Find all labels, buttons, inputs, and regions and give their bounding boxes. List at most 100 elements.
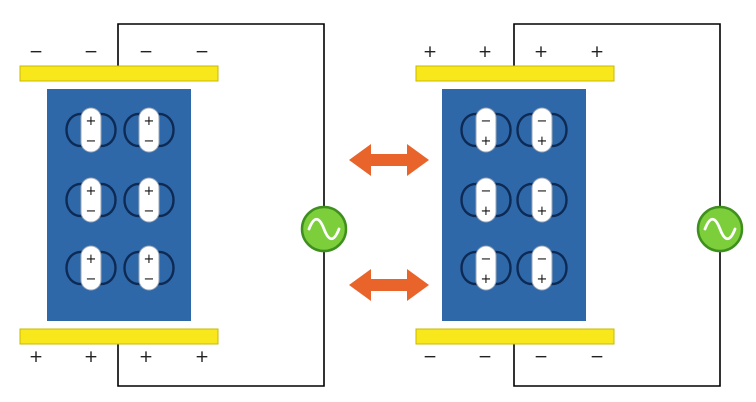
dipole-top-charge: − bbox=[481, 184, 492, 199]
dipole-field-arc bbox=[156, 112, 175, 148]
dipole-capsule bbox=[531, 245, 553, 291]
right-dipole-6: −+ bbox=[516, 245, 568, 291]
left-dipole-1: +− bbox=[65, 107, 117, 153]
right-dipole-grid: −+−+−+−+−+−+ bbox=[460, 107, 568, 291]
double-arrow-icon-top bbox=[349, 144, 429, 176]
right-ac-source bbox=[696, 205, 744, 253]
right-dipole-4: −+ bbox=[516, 177, 568, 223]
dipole-capsule bbox=[138, 245, 160, 291]
right-circuit-wire bbox=[513, 23, 721, 387]
dipole-field-arc bbox=[516, 250, 535, 286]
dipole-capsule bbox=[475, 245, 497, 291]
double-arrow-icon-bottom bbox=[349, 269, 429, 301]
dipole-bottom-charge: − bbox=[144, 204, 155, 219]
dipole-bottom-charge: + bbox=[537, 272, 548, 287]
right-bottom-plate bbox=[415, 328, 615, 345]
dipole-field-arc bbox=[98, 250, 117, 286]
dipole-top-charge: − bbox=[537, 114, 548, 129]
dipole-bottom-charge: + bbox=[537, 134, 548, 149]
dipole-bottom-charge: + bbox=[481, 272, 492, 287]
dipole-field-arc bbox=[493, 112, 512, 148]
dipole-field-arc bbox=[516, 112, 535, 148]
left-top-plate bbox=[19, 65, 219, 82]
dipole-top-charge: + bbox=[144, 252, 155, 267]
dipole-top-charge: − bbox=[481, 252, 492, 267]
dipole-field-arc bbox=[549, 182, 568, 218]
dipole-bottom-charge: − bbox=[86, 134, 97, 149]
dipole-bottom-charge: − bbox=[86, 272, 97, 287]
left-bottom-plate bbox=[19, 328, 219, 345]
right-top-plate-charges: + + + + bbox=[423, 42, 604, 62]
right-bottom-charge-4: − bbox=[590, 347, 604, 367]
dipole-field-arc bbox=[65, 182, 84, 218]
dipole-top-charge: − bbox=[481, 114, 492, 129]
dipole-field-arc bbox=[123, 112, 142, 148]
right-bottom-charge-3: − bbox=[534, 347, 548, 367]
right-dipole-2: −+ bbox=[516, 107, 568, 153]
exchange-arrows bbox=[349, 144, 429, 301]
right-top-charge-2: + bbox=[478, 42, 492, 62]
dipole-top-charge: − bbox=[537, 184, 548, 199]
dipole-field-arc bbox=[460, 112, 479, 148]
left-dipole-5: +− bbox=[65, 245, 117, 291]
left-top-charge-4: − bbox=[195, 42, 209, 62]
dipole-bottom-charge: − bbox=[144, 272, 155, 287]
left-dipole-6: +− bbox=[123, 245, 175, 291]
right-bottom-charge-2: − bbox=[478, 347, 492, 367]
left-bottom-charge-3: + bbox=[139, 347, 153, 367]
left-ac-source bbox=[300, 205, 348, 253]
dipole-top-charge: + bbox=[86, 252, 97, 267]
dipole-capsule bbox=[531, 107, 553, 153]
left-dipole-grid: +−+−+−+−+−+− bbox=[65, 107, 175, 291]
dipole-capsule bbox=[80, 177, 102, 223]
right-top-charge-1: + bbox=[423, 42, 437, 62]
dipole-capsule bbox=[80, 245, 102, 291]
left-bottom-charge-2: + bbox=[84, 347, 98, 367]
dipole-bottom-charge: − bbox=[86, 204, 97, 219]
right-dipole-1: −+ bbox=[460, 107, 512, 153]
dipole-field-arc bbox=[98, 112, 117, 148]
dipole-bottom-charge: + bbox=[481, 204, 492, 219]
left-dipole-2: +− bbox=[123, 107, 175, 153]
left-dipole-3: +− bbox=[65, 177, 117, 223]
dipole-capsule bbox=[531, 177, 553, 223]
right-dipole-5: −+ bbox=[460, 245, 512, 291]
dipole-field-arc bbox=[156, 182, 175, 218]
dipole-capsule bbox=[138, 107, 160, 153]
left-bottom-plate-charges: + + + + bbox=[29, 347, 209, 367]
dipole-field-arc bbox=[123, 182, 142, 218]
dipole-capsule bbox=[80, 107, 102, 153]
dipole-bottom-charge: + bbox=[481, 134, 492, 149]
right-dipole-3: −+ bbox=[460, 177, 512, 223]
dipole-field-arc bbox=[516, 182, 535, 218]
dipole-field-arc bbox=[493, 250, 512, 286]
right-top-charge-3: + bbox=[534, 42, 548, 62]
left-bottom-charge-4: + bbox=[195, 347, 209, 367]
right-top-charge-4: + bbox=[590, 42, 604, 62]
left-top-charge-2: − bbox=[84, 42, 98, 62]
dipole-capsule bbox=[138, 177, 160, 223]
dipole-field-arc bbox=[123, 250, 142, 286]
dipole-field-arc bbox=[65, 112, 84, 148]
dipole-field-arc bbox=[549, 250, 568, 286]
dipole-bottom-charge: + bbox=[537, 204, 548, 219]
left-circuit-wire bbox=[117, 23, 325, 387]
dipole-capsule bbox=[475, 107, 497, 153]
left-top-charge-1: − bbox=[29, 42, 43, 62]
dipole-field-arc bbox=[493, 182, 512, 218]
dipole-bottom-charge: − bbox=[144, 134, 155, 149]
dipole-top-charge: − bbox=[537, 252, 548, 267]
right-bottom-charge-1: − bbox=[423, 347, 437, 367]
left-capacitor-panel: − − − − + + + + +−+−+−+−+−+− bbox=[19, 23, 348, 387]
dipole-capsule bbox=[475, 177, 497, 223]
left-top-plate-charges: − − − − bbox=[29, 42, 209, 62]
left-bottom-charge-1: + bbox=[29, 347, 43, 367]
left-top-charge-3: − bbox=[139, 42, 153, 62]
left-dipole-4: +− bbox=[123, 177, 175, 223]
dipole-top-charge: + bbox=[144, 114, 155, 129]
dipole-top-charge: + bbox=[144, 184, 155, 199]
right-top-plate bbox=[415, 65, 615, 82]
right-bottom-plate-charges: − − − − bbox=[423, 347, 604, 367]
right-capacitor-panel: + + + + − − − − −+−+−+−+−+−+ bbox=[415, 23, 744, 387]
